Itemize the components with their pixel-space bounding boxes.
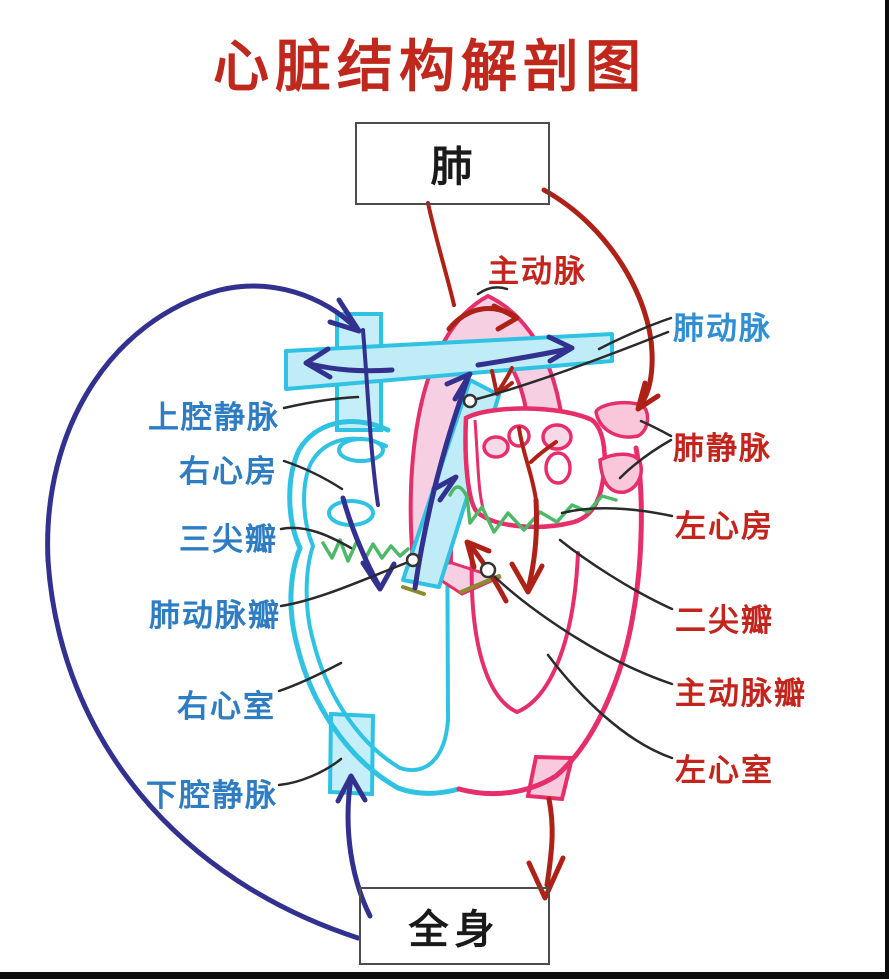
left-ventricle-cavity [469, 550, 580, 715]
label-pulmonary-valve: 肺动脉瓣 [149, 598, 281, 633]
pointer-right-atrium [282, 459, 344, 491]
body-box-label: 全身 [408, 908, 501, 952]
pa-right-arrow [475, 346, 571, 368]
body-to-ivc-arrow [345, 775, 373, 919]
pointer-pulmonary-valve [279, 561, 408, 608]
label-superior-vena-cava: 上腔静脉 [148, 400, 280, 435]
label-pointer-lines [277, 286, 674, 787]
pointer-left-ventricle [546, 653, 674, 760]
lung-box-label: 肺 [430, 143, 475, 190]
svc-inner-flow-line [361, 328, 380, 507]
left-heart-wall [456, 445, 644, 797]
ra-to-rv-arrowhead [360, 560, 397, 592]
right-heart-wall [287, 419, 462, 796]
rv-to-pa-arrowhead-top [444, 371, 473, 402]
pointer-aortic-valve [493, 575, 674, 686]
page-title: 心脏结构解剖图 [213, 35, 647, 98]
aortic-valve-ring [479, 561, 497, 579]
pointer-superior-vena-cava [282, 395, 360, 410]
lv-to-aorta-arrowhead [464, 539, 492, 570]
pulmonary-vein-stubs [594, 400, 650, 495]
label-right-atrium: 右心房 [179, 454, 278, 489]
label-left-atrium: 左心房 [675, 509, 774, 544]
pa-left-arrowhead [303, 346, 333, 380]
ivc-arrowhead [335, 773, 368, 804]
pointer-mitral-valve [558, 538, 674, 611]
body-box: 全身 [359, 887, 550, 965]
label-pulmonary-artery: 肺动脉 [673, 311, 772, 346]
aorta-to-body-arrow [544, 796, 555, 888]
la-to-lv-arrow [525, 497, 540, 593]
aorta-to-body-arrowhead [526, 855, 566, 901]
label-aortic-valve: 主动脉瓣 [675, 676, 807, 711]
la-to-lv-arrowhead [509, 561, 545, 595]
la-inflow-line [517, 426, 538, 502]
right-edge-bar [885, 0, 889, 979]
label-left-ventricle: 左心室 [675, 753, 774, 788]
la-inflow-branch [529, 440, 558, 464]
pulmonary-valve-ring [405, 552, 421, 568]
pointer-left-atrium [560, 507, 674, 518]
label-pulmonary-vein: 肺静脉 [673, 431, 772, 466]
pointer-pulmonary-vein-1 [639, 419, 673, 438]
body-to-svc-curve [45, 283, 361, 941]
pointer-aorta [476, 286, 509, 296]
pointer-pulmonary-artery-1 [597, 316, 673, 351]
lung-left-red-curve [426, 201, 456, 307]
pointer-pulmonary-vein-2 [618, 438, 673, 480]
pa-right-arrowhead [546, 334, 575, 364]
label-tricuspid-valve: 三尖瓣 [179, 522, 278, 557]
lung-box: 肺 [355, 122, 550, 205]
bottom-edge-bar [0, 972, 889, 979]
ring-markers [405, 393, 497, 579]
pulmonary-artery-ring [462, 393, 478, 409]
pointer-tricuspid-valve [279, 526, 353, 550]
svc-arrowhead [327, 297, 362, 334]
label-right-ventricle: 右心室 [177, 689, 276, 724]
label-aorta: 主动脉 [488, 254, 587, 289]
label-mitral-valve: 二尖瓣 [675, 603, 774, 638]
arch-flow-arrowhead [491, 303, 520, 332]
pointer-right-ventricle [277, 661, 343, 693]
rv-to-pa-arrowhead-mid [431, 474, 459, 503]
lung-to-la-curve [541, 187, 655, 410]
pulmonary-vein-openings [482, 423, 573, 485]
lung-to-la-arrowhead [635, 380, 661, 412]
label-inferior-vena-cava: 下腔静脉 [146, 778, 278, 813]
pointer-inferior-vena-cava [277, 757, 343, 787]
pa-left-arrow [307, 361, 395, 374]
pointer-pulmonary-artery-2 [475, 330, 670, 401]
venous-flow-arrows [45, 283, 575, 941]
left-atrium-inner-wall [473, 419, 485, 509]
